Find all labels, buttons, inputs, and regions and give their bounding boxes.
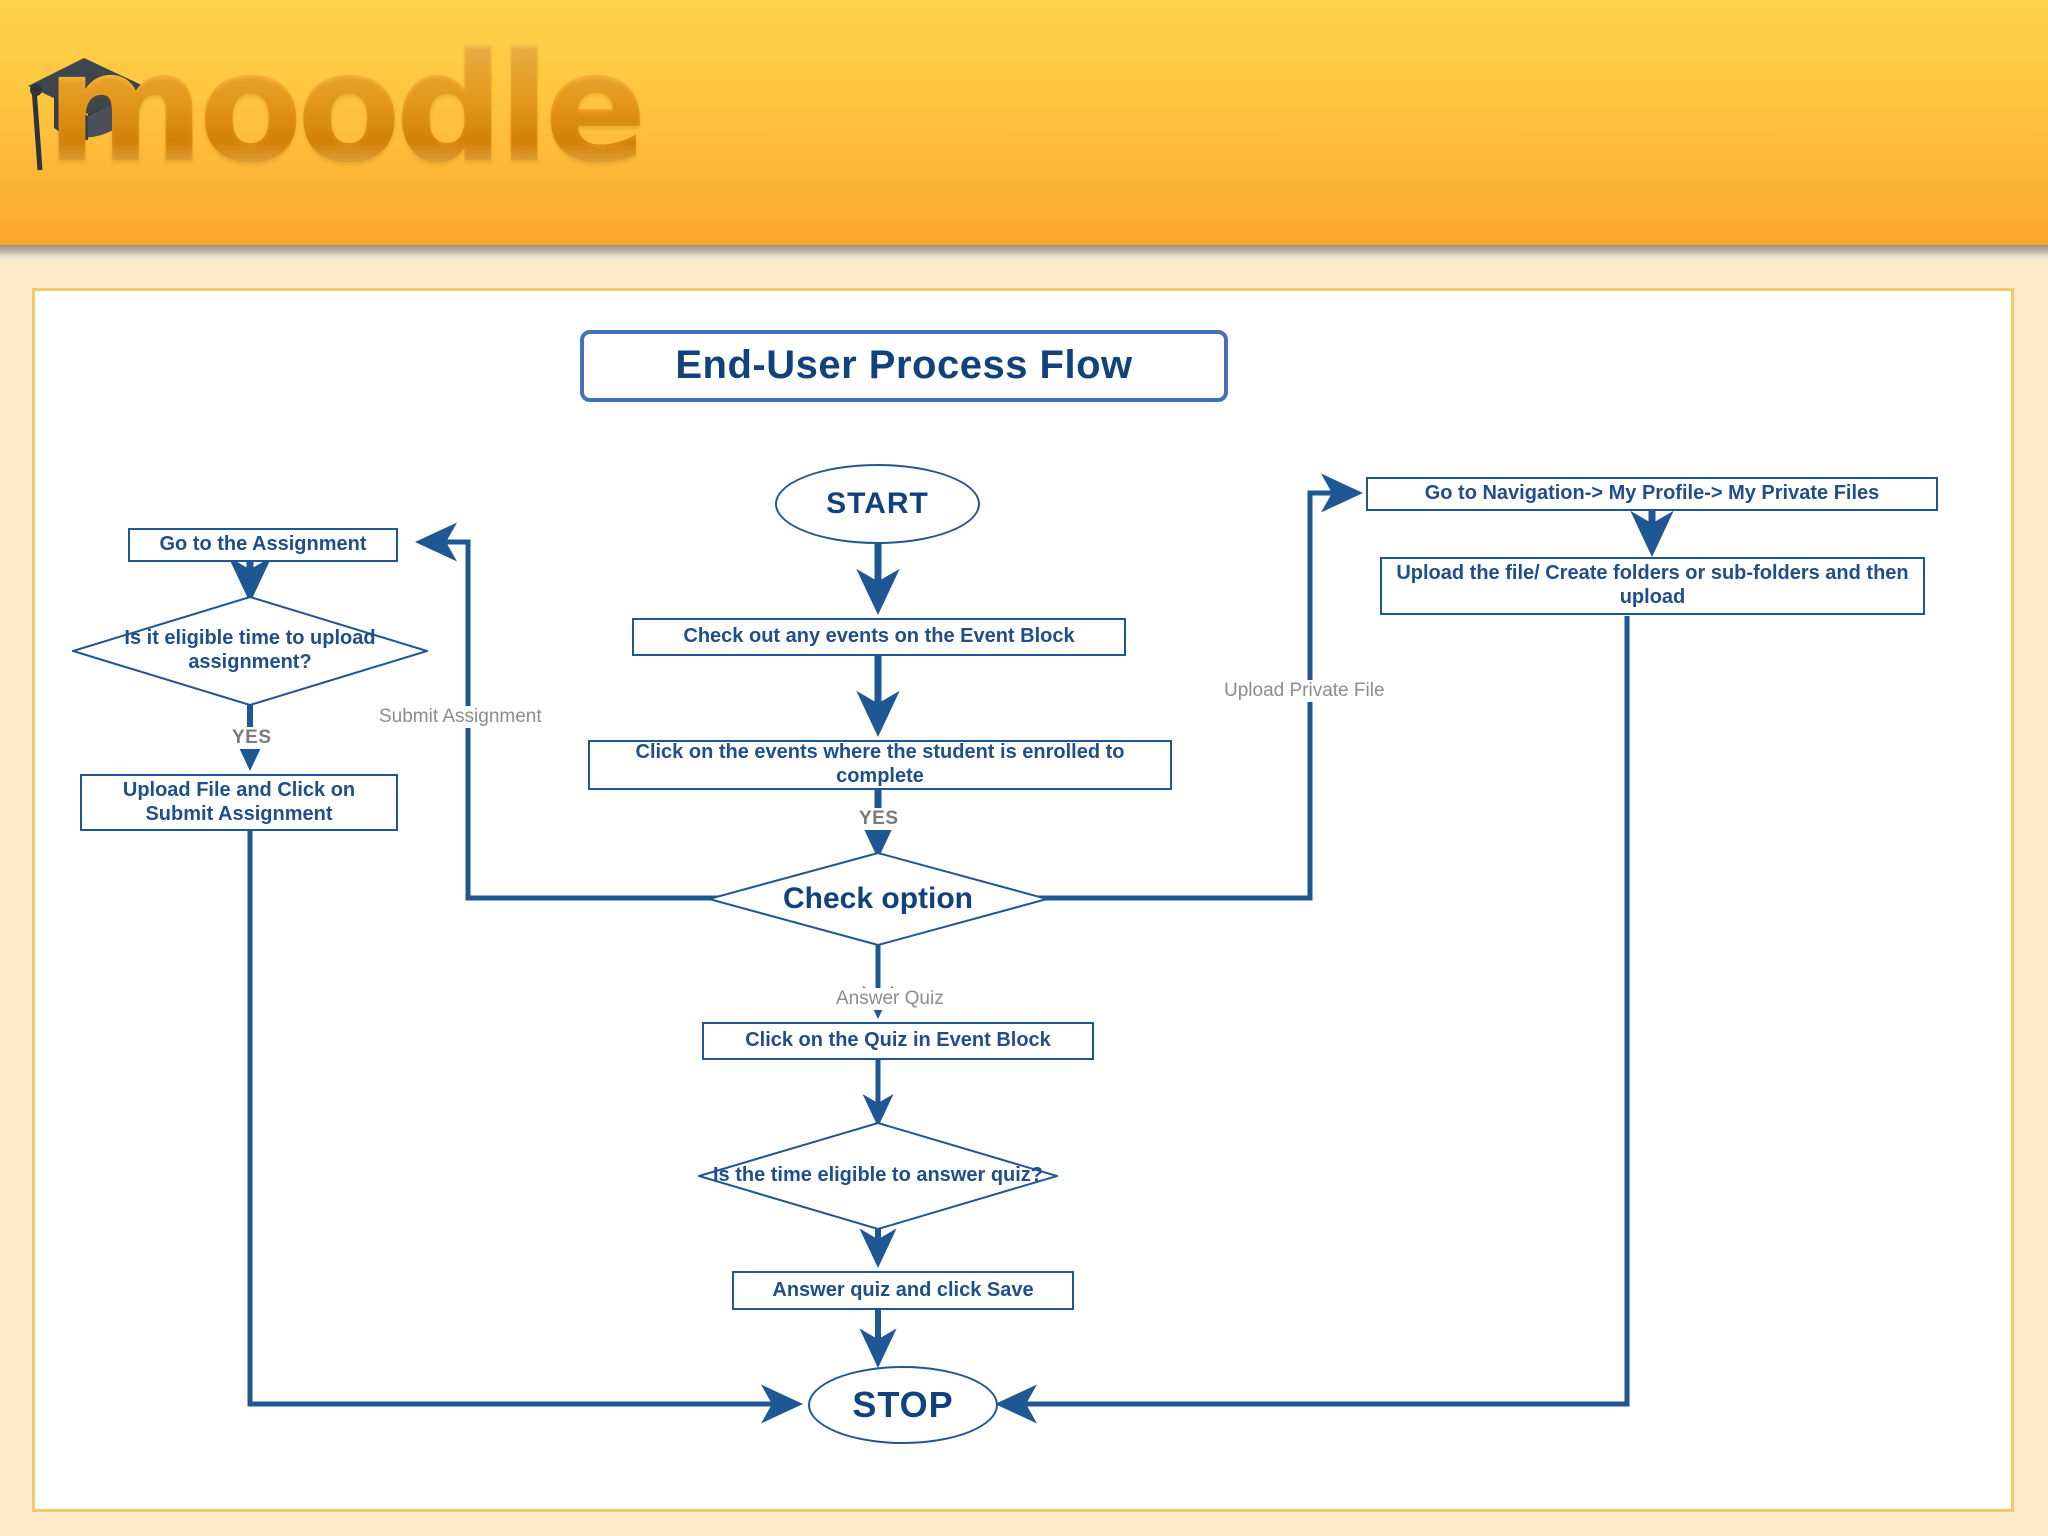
node-answer-quiz-save[interactable]: Answer quiz and click Save <box>732 1271 1074 1310</box>
moodle-logo: moodle <box>16 22 647 212</box>
node-stop[interactable]: STOP <box>808 1366 998 1444</box>
edge-label-submit-assignment: Submit Assignment <box>375 706 546 728</box>
node-go-to-navigation[interactable]: Go to Navigation-> My Profile-> My Priva… <box>1366 477 1938 511</box>
node-eligible-upload[interactable]: Is it eligible time to upload assignment… <box>72 596 428 706</box>
node-check-option[interactable]: Check option <box>708 852 1048 946</box>
node-upload-private-file[interactable]: Upload the file/ Create folders or sub-f… <box>1380 557 1925 615</box>
node-label: Check option <box>782 882 973 916</box>
moodle-wordmark: moodle <box>46 19 647 196</box>
node-time-eligible-quiz[interactable]: Is the time eligible to answer quiz? <box>698 1122 1058 1230</box>
node-click-quiz[interactable]: Click on the Quiz in Event Block <box>702 1022 1094 1060</box>
edge-label-answer-quiz: Answer Quiz <box>832 988 948 1010</box>
node-start[interactable]: START <box>775 464 980 544</box>
moodle-header-band: moodle <box>0 0 2048 245</box>
page-title: End-User Process Flow <box>580 330 1228 402</box>
edge-label-yes-left: YES <box>228 727 276 749</box>
header-shadow-strip <box>0 245 2048 259</box>
edge-label-yes-center: YES <box>855 808 903 830</box>
node-label: Is the time eligible to answer quiz? <box>712 1164 1044 1187</box>
node-label: Is it eligible time to upload assignment… <box>124 627 376 673</box>
graduation-cap-icon <box>28 58 148 171</box>
node-upload-submit-assignment[interactable]: Upload File and Click on Submit Assignme… <box>80 774 398 831</box>
node-check-events[interactable]: Check out any events on the Event Block <box>632 618 1126 656</box>
node-go-to-assignment[interactable]: Go to the Assignment <box>128 528 398 562</box>
edge-label-upload-private-file: Upload Private File <box>1220 680 1389 702</box>
node-click-events[interactable]: Click on the events where the student is… <box>588 740 1172 790</box>
